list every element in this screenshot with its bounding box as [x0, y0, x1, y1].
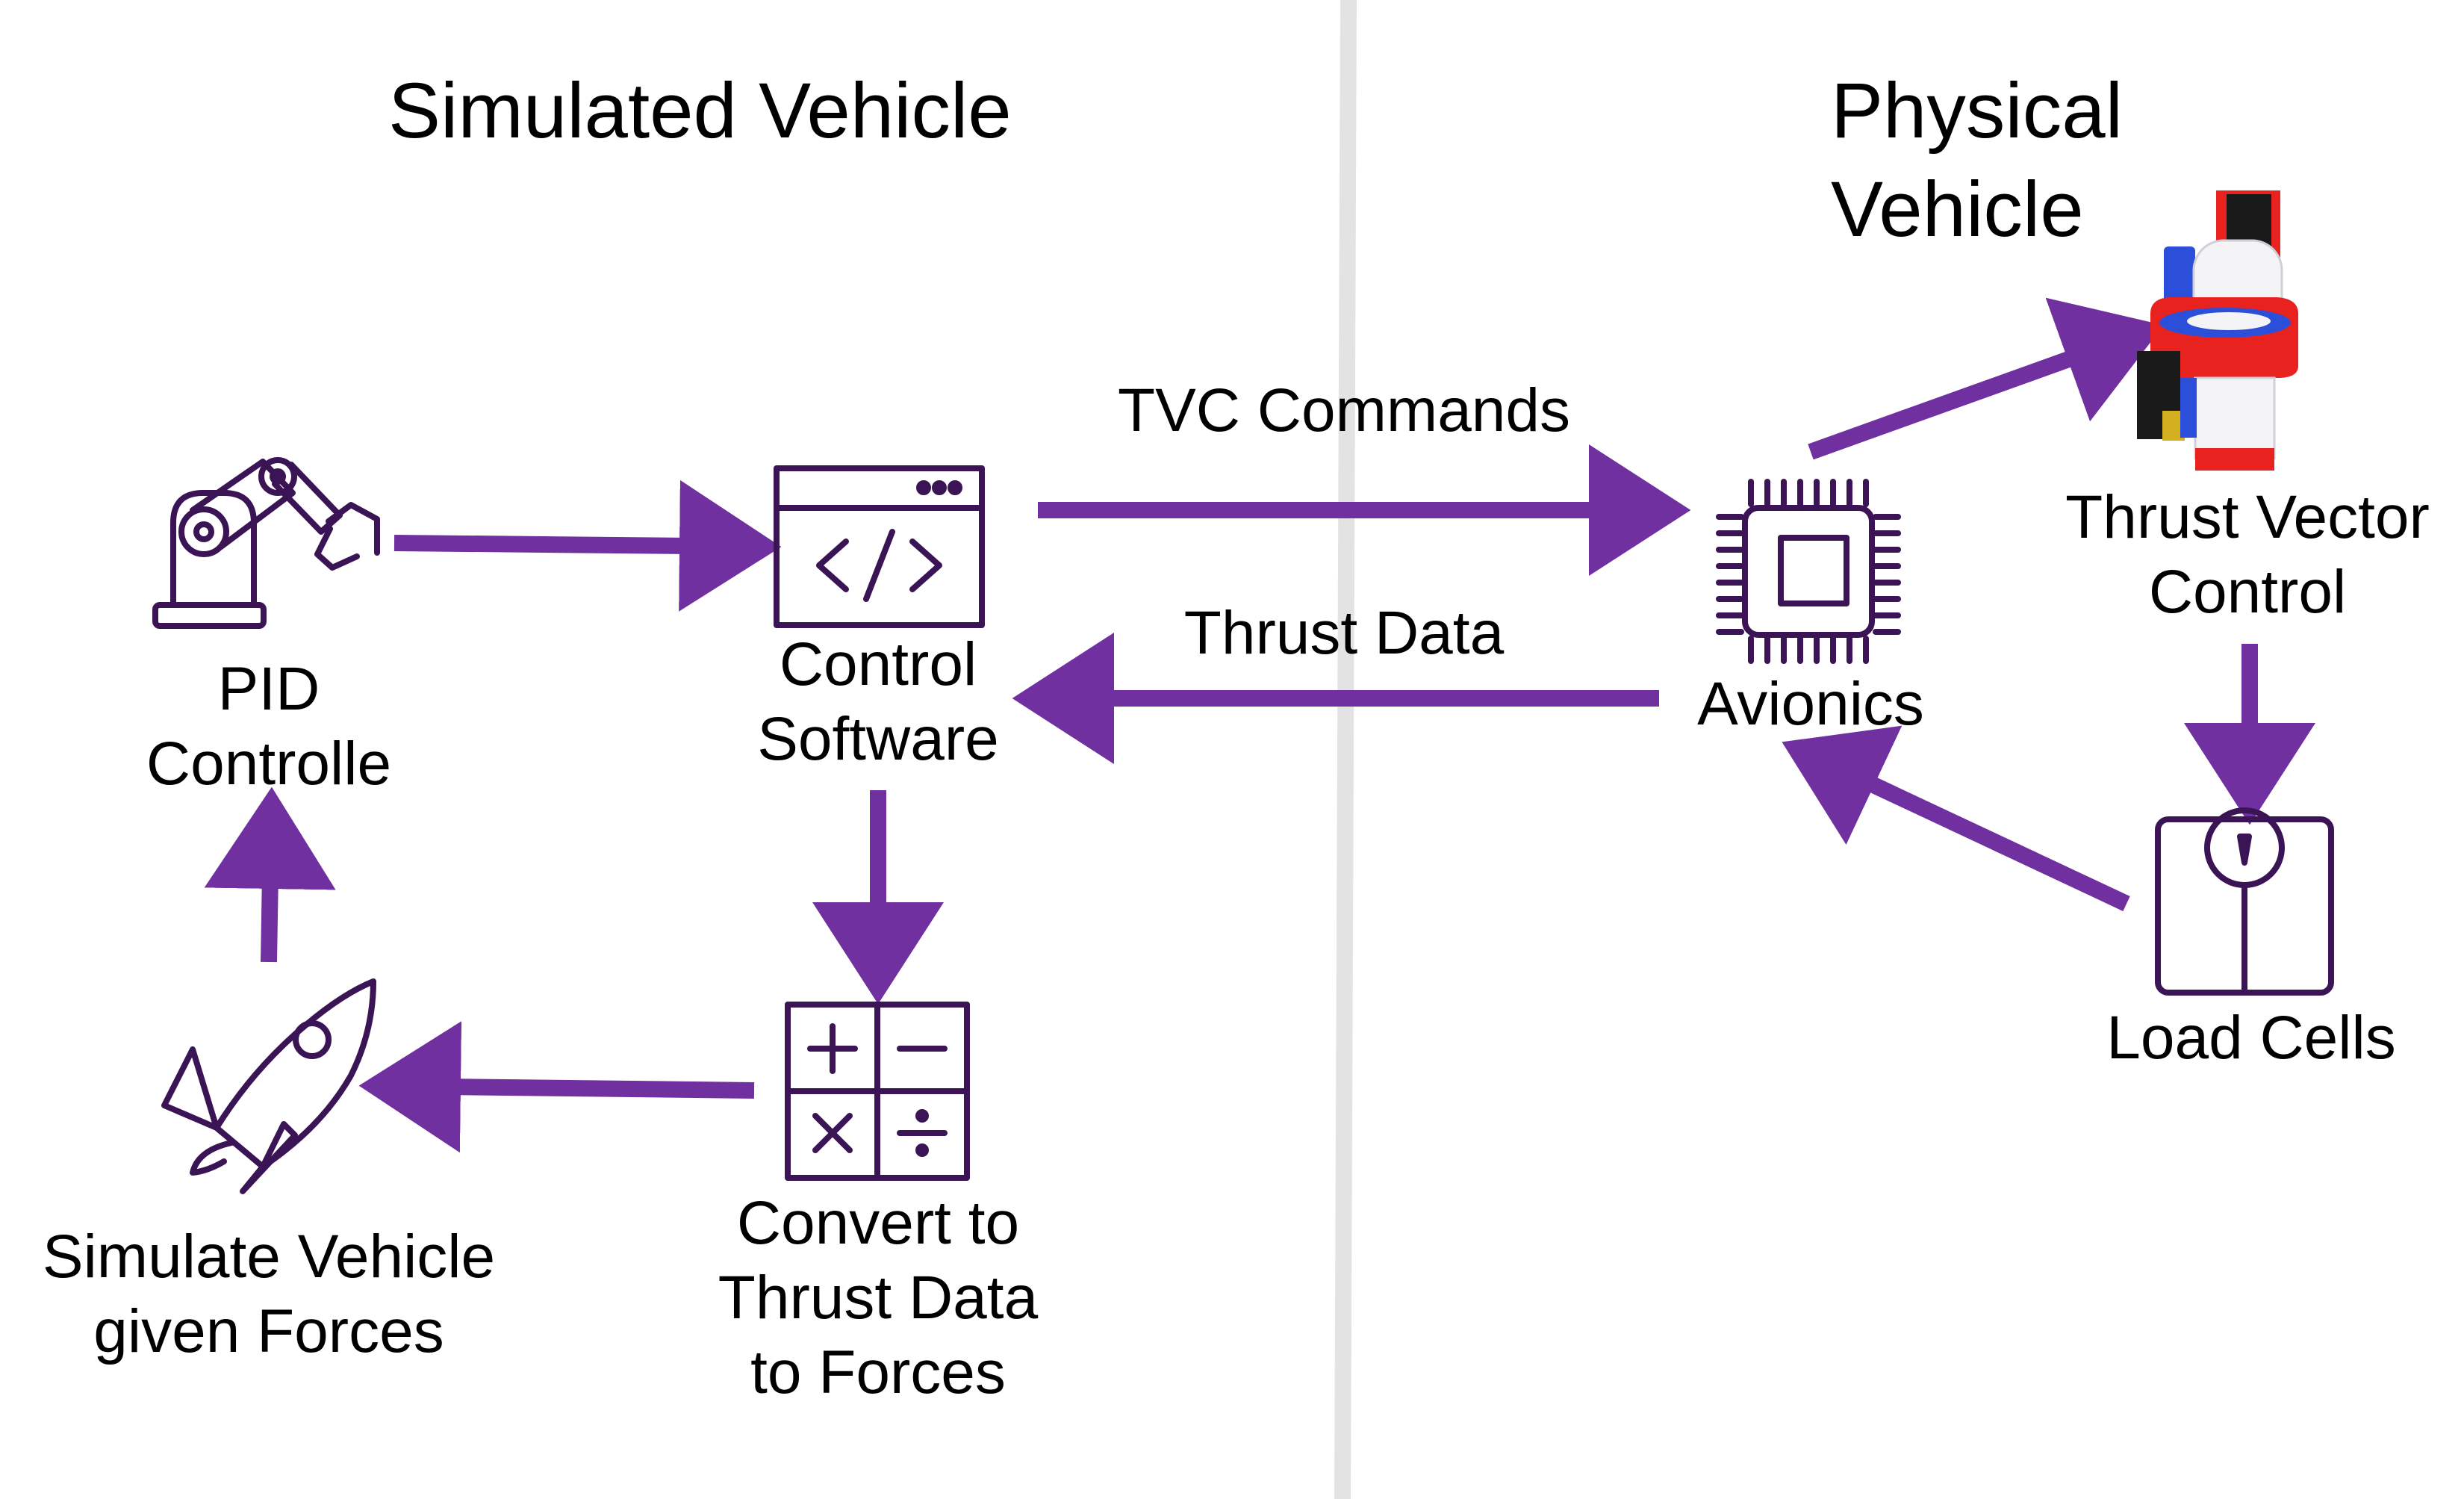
code-window-icon: [774, 465, 985, 628]
pid-label-line2: Controlle: [146, 730, 392, 798]
arrow-pid-to-control: [393, 480, 782, 612]
section-title-physical-line2: Vehicle: [1831, 166, 2084, 253]
edge-label-tvc-commands: TVC Commands: [1117, 376, 1571, 444]
pid-label-line1: PID: [217, 655, 320, 723]
scale-icon: [2155, 807, 2334, 996]
robot-arm-icon: [152, 457, 380, 629]
control-software-label-line2: Software: [757, 705, 999, 773]
rocket-icon: [161, 978, 376, 1194]
simulate-label-line2: given Forces: [93, 1297, 444, 1365]
arrow-avionics-to-tvc: [1808, 297, 2164, 460]
tvc-label-line2: Control: [2148, 558, 2347, 626]
gimbal-mount-icon: [2137, 190, 2298, 471]
simulate-label-line1: Simulate Vehicle: [42, 1223, 496, 1291]
arrow-convert-to-simulate: [358, 1021, 755, 1153]
arrow-simulate-to-pid: [204, 786, 336, 963]
avionics-label: Avionics: [1697, 670, 1924, 738]
section-title-simulated: Simulated Vehicle: [388, 67, 1012, 155]
convert-label-line1: Convert to: [736, 1189, 1020, 1257]
tvc-label-line1: Thrust Vector: [2065, 483, 2430, 551]
load-cells-label: Load Cells: [2106, 1004, 2396, 1072]
calculator-icon: [785, 1002, 970, 1181]
section-divider: [1334, 0, 1357, 1499]
section-title-physical-line1: Physical: [1831, 67, 2123, 155]
control-software-label-line1: Control: [779, 630, 977, 698]
arrow-loadcells-to-avionics: [1782, 725, 2130, 911]
microchip-icon: [1716, 479, 1901, 664]
convert-label-line3: to Forces: [750, 1338, 1006, 1406]
edge-label-thrust-data: Thrust Data: [1183, 599, 1505, 667]
convert-label-line2: Thrust Data: [718, 1264, 1039, 1332]
